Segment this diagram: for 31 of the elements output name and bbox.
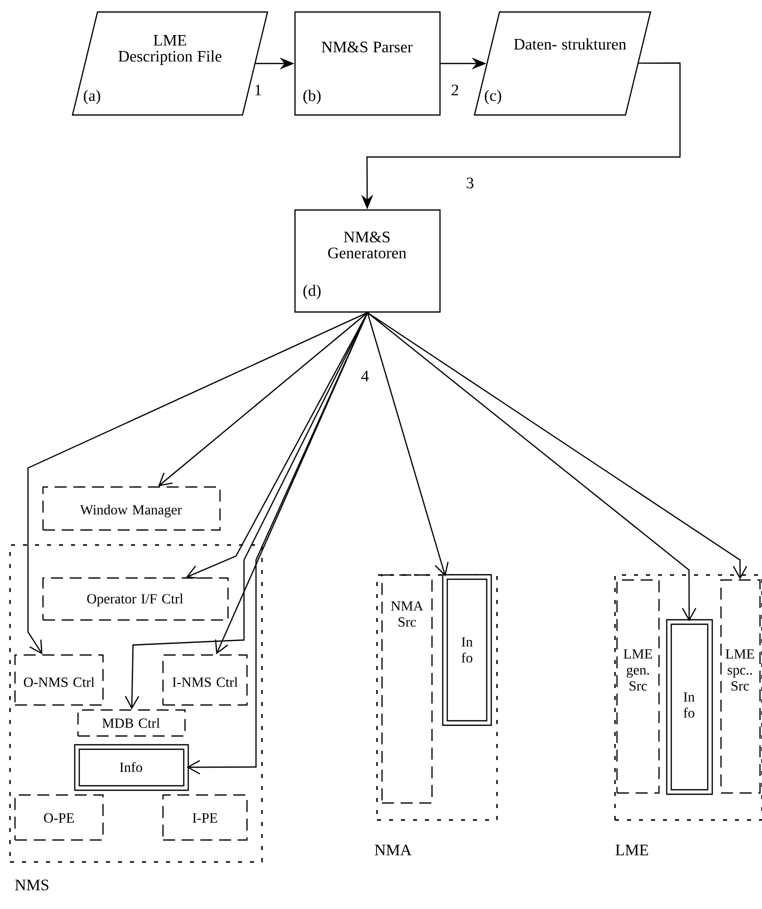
- step-label: (d): [303, 284, 321, 300]
- module-box: Window Manager: [42, 486, 221, 531]
- group-label: NMA: [374, 844, 412, 856]
- step-label: (b): [303, 90, 321, 104]
- info-box: In fo: [442, 574, 492, 726]
- arrow: [158, 312, 368, 486]
- group-label: LME: [616, 844, 648, 856]
- module-box: O-NMS Ctrl: [14, 654, 104, 706]
- edge-label: 3: [466, 178, 474, 188]
- module-box: LME gen. Src: [616, 579, 660, 794]
- module-box: I-PE: [162, 794, 248, 841]
- module-box: Operator I/F Ctrl: [42, 577, 229, 621]
- arrow: [367, 312, 748, 580]
- info-box: Info: [74, 744, 189, 791]
- arrow: [366, 312, 449, 576]
- arrow: [214, 312, 368, 654]
- module-box: NMA Src: [381, 574, 433, 804]
- module-box: O-PE: [14, 794, 104, 841]
- module-box: MDB Ctrl: [77, 709, 186, 737]
- edge-label: 1: [255, 84, 262, 96]
- edge-label: 2: [452, 84, 458, 96]
- module-box: LME spc.. Src: [720, 579, 761, 794]
- arrow: [186, 312, 368, 579]
- info-box: In fo: [666, 619, 713, 795]
- arrow: [367, 312, 696, 622]
- fan-label: 4: [361, 370, 369, 382]
- step-label: (c): [484, 90, 502, 104]
- group-label: NMS: [15, 880, 48, 890]
- step-label: (a): [84, 90, 100, 104]
- arrow: [27, 312, 368, 654]
- module-box: I-NMS Ctrl: [162, 654, 248, 706]
